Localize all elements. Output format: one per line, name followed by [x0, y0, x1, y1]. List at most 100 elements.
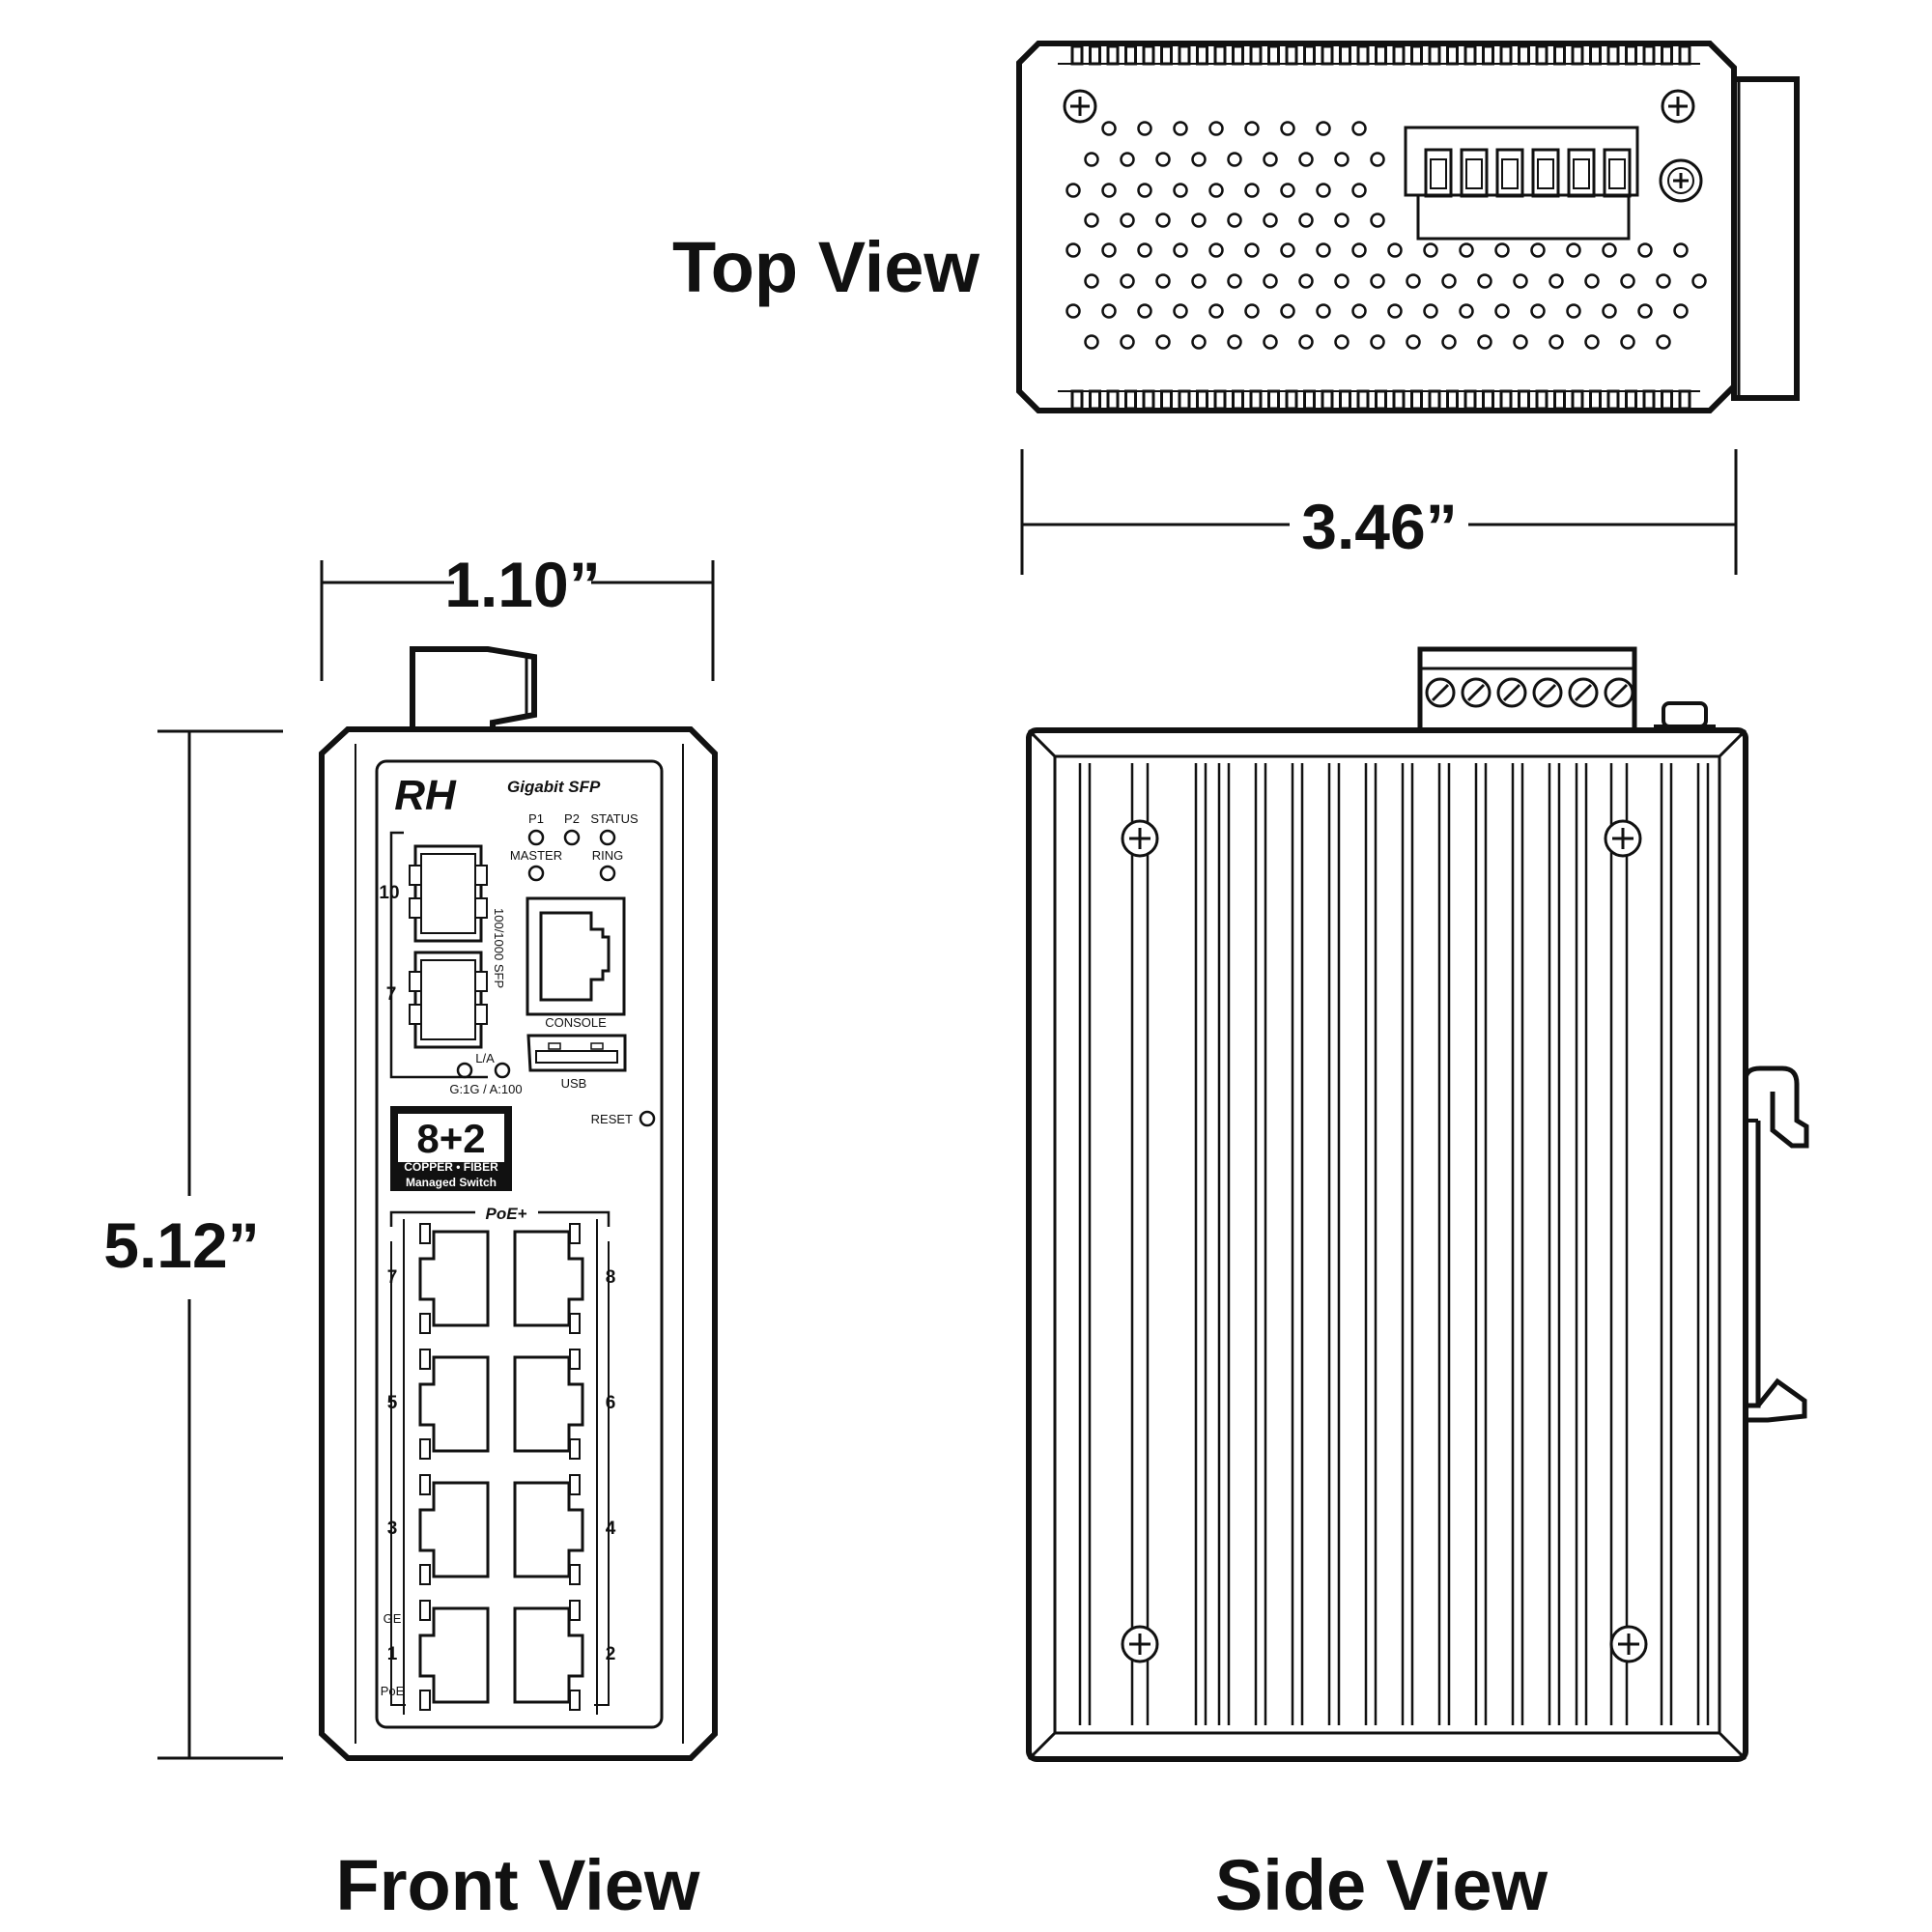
fin	[1446, 389, 1459, 411]
fin	[1625, 389, 1637, 411]
fin	[1213, 44, 1227, 66]
vent-hole	[1387, 242, 1403, 258]
fin	[1232, 44, 1244, 66]
rj45-port[interactable]	[418, 1600, 490, 1711]
fin	[1392, 389, 1406, 411]
fin	[1535, 44, 1548, 66]
vent-hole	[1602, 242, 1617, 258]
sfp-port-10[interactable]	[409, 844, 488, 943]
vent-hole	[1065, 183, 1081, 198]
vent-hole	[1244, 242, 1260, 258]
terminal-slot	[1424, 148, 1453, 198]
dimension-width-top: 3.46”	[1020, 449, 1738, 575]
vent-hole	[1155, 334, 1171, 350]
console-port[interactable]	[526, 896, 626, 1016]
port-number-label: 1	[387, 1644, 398, 1664]
port-number-label: 5	[387, 1393, 398, 1413]
vent-hole	[1637, 242, 1653, 258]
rj45-port-grid	[418, 1223, 584, 1711]
fin	[1589, 389, 1602, 411]
vent-hole	[1548, 334, 1564, 350]
poe-small-label: PoE	[381, 1684, 405, 1698]
reset-button[interactable]	[639, 1110, 656, 1127]
vent-hole	[1120, 334, 1135, 350]
vent-hole	[1280, 183, 1295, 198]
screw-icon	[1661, 89, 1695, 124]
vent-hole	[1370, 334, 1385, 350]
fin	[1642, 389, 1656, 411]
fin	[1124, 389, 1137, 411]
screw-icon	[1063, 89, 1097, 124]
fin	[1249, 389, 1263, 411]
screw-icon	[1609, 1625, 1648, 1663]
fin	[1499, 389, 1513, 411]
fin	[1410, 389, 1423, 411]
vent-hole	[1101, 183, 1117, 198]
rj45-port[interactable]	[513, 1223, 584, 1334]
vent-hole	[1084, 334, 1099, 350]
vent-hole	[1191, 273, 1207, 289]
led-p2	[563, 829, 581, 846]
fin	[1267, 389, 1280, 411]
fin	[1089, 44, 1101, 66]
reset-label: RESET	[591, 1112, 633, 1126]
led-p1	[527, 829, 545, 846]
fin	[1213, 389, 1227, 411]
side-view-title: Side View	[1215, 1845, 1548, 1925]
fin	[1518, 389, 1530, 411]
usb-port[interactable]	[526, 1034, 627, 1072]
vent-hole	[1227, 334, 1242, 350]
rj45-port[interactable]	[418, 1223, 490, 1334]
vent-hole	[1459, 242, 1474, 258]
top-view-din-bracket	[1731, 76, 1800, 401]
vent-hole	[1244, 183, 1260, 198]
fin	[1249, 44, 1263, 66]
vent-hole	[1584, 334, 1600, 350]
badge-type: COPPER • FIBER	[404, 1160, 498, 1174]
vent-hole	[1656, 334, 1671, 350]
led-label-p2: P2	[564, 811, 580, 826]
front-view-title: Front View	[336, 1845, 700, 1925]
terminal-screw-icon	[1461, 677, 1492, 708]
rj45-port[interactable]	[513, 1474, 584, 1585]
vent-hole	[1656, 273, 1671, 289]
sfp-port-7[interactable]	[409, 951, 488, 1049]
vent-hole	[1334, 213, 1350, 228]
port-led	[569, 1690, 581, 1711]
vent-hole	[1334, 152, 1350, 167]
fin	[1482, 44, 1494, 66]
vent-hole	[1137, 121, 1152, 136]
terminal-screw-icon	[1496, 677, 1527, 708]
vent-hole	[1494, 303, 1510, 319]
vent-hole	[1530, 242, 1546, 258]
screw-icon	[1604, 819, 1642, 858]
vent-hole	[1208, 183, 1224, 198]
fin	[1392, 44, 1406, 66]
vent-hole	[1227, 152, 1242, 167]
rj45-port[interactable]	[513, 1600, 584, 1711]
fin	[1339, 389, 1351, 411]
vent-hole	[1120, 213, 1135, 228]
fin	[1446, 44, 1459, 66]
port-led	[569, 1438, 581, 1460]
vent-hole	[1334, 334, 1350, 350]
sfp-led-right	[494, 1062, 511, 1079]
vent-hole	[1155, 273, 1171, 289]
vent-hole	[1513, 334, 1528, 350]
vent-hole	[1441, 334, 1457, 350]
rj45-port[interactable]	[418, 1349, 490, 1460]
rj45-port[interactable]	[513, 1349, 584, 1460]
fin	[1589, 44, 1602, 66]
vent-hole	[1173, 121, 1188, 136]
fin	[1571, 389, 1584, 411]
fin	[1303, 389, 1316, 411]
rj45-port[interactable]	[418, 1474, 490, 1585]
vent-hole	[1298, 152, 1314, 167]
fin	[1571, 44, 1584, 66]
fin	[1303, 44, 1316, 66]
port-number-label: 2	[606, 1644, 616, 1664]
fin	[1642, 44, 1656, 66]
vent-hole	[1208, 303, 1224, 319]
vent-hole	[1263, 213, 1278, 228]
brand-logo: RH	[394, 772, 457, 819]
